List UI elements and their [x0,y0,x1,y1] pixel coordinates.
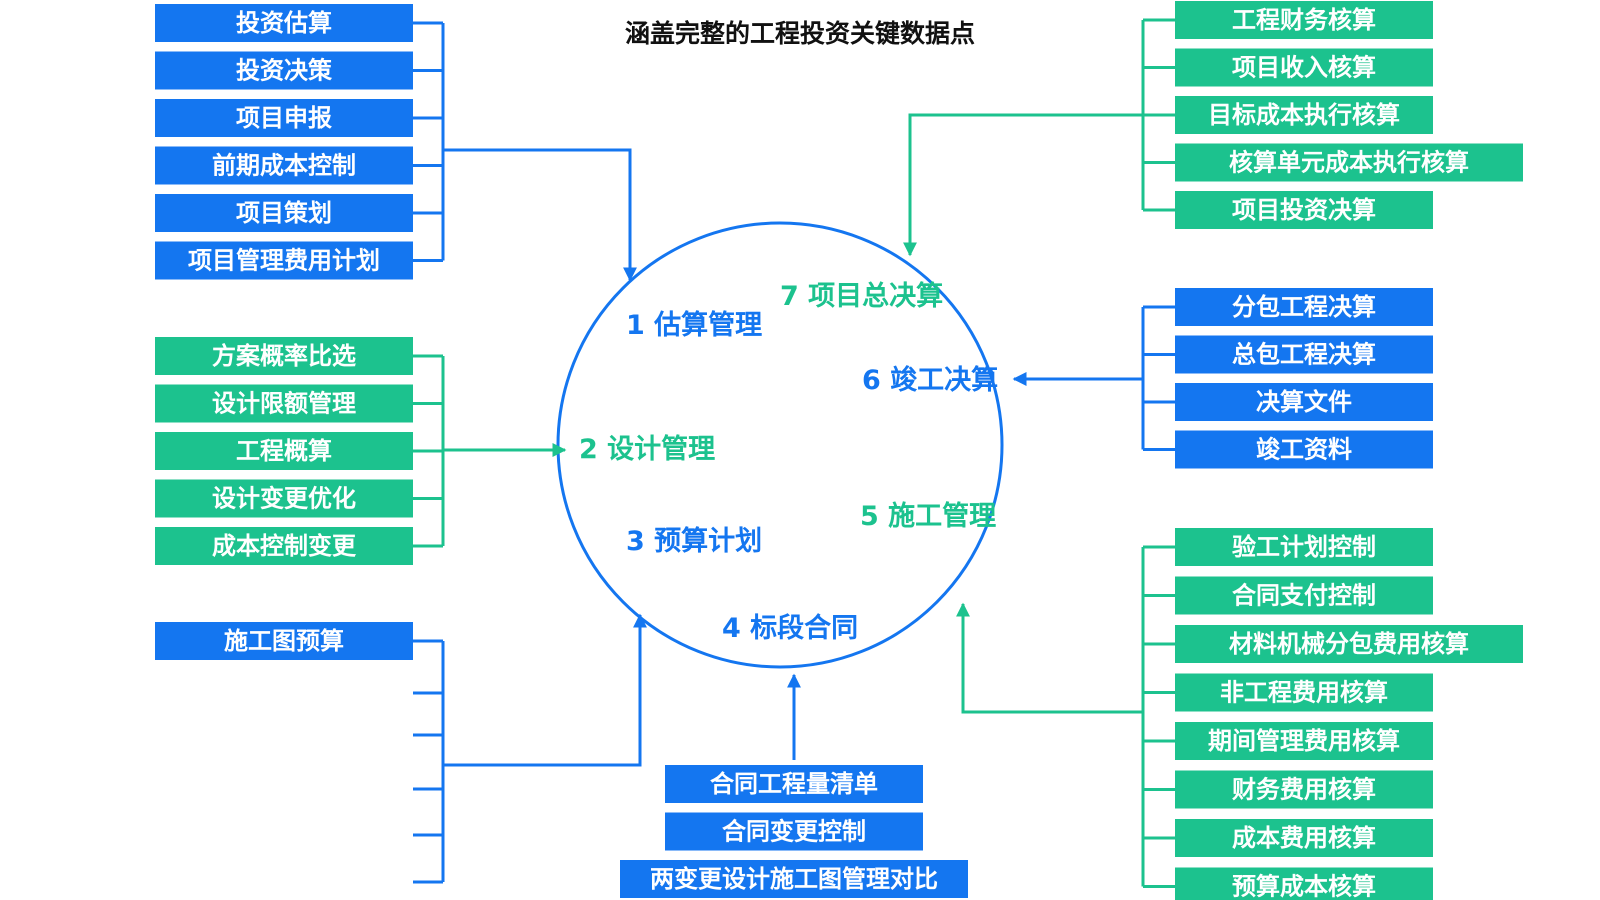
stage-label: 7 项目总决算 [780,280,943,312]
item-box [155,622,413,660]
item-box-label: 工程概算 [236,437,332,465]
stage-label: 6 竣工决算 [862,364,998,396]
item-box [1175,48,1433,87]
item-box [665,812,923,851]
item-box [620,860,968,898]
item-box [1175,819,1433,857]
group-arrow [956,602,1143,714]
diagram-title: 涵盖完整的工程投资关键数据点 [625,19,975,48]
item-box [1175,143,1523,182]
item-box-label: 合同支付控制 [1232,582,1376,610]
item-box [155,51,413,90]
item-box [155,146,413,185]
item-box-label: 合同工程量清单 [710,770,878,798]
item-box [1175,528,1433,566]
item-box-label: 工程财务核算 [1232,6,1376,34]
item-box [155,527,413,565]
item-box-label: 材料机械分包费用核算 [1229,630,1469,658]
item-box-label: 项目策划 [236,199,332,227]
item-box-label: 预算成本核算 [1232,873,1376,900]
item-box-label: 项目投资决算 [1232,196,1376,224]
item-box [155,194,413,232]
item-box [1175,867,1433,900]
item-box [1175,625,1523,663]
item-box [155,432,413,470]
item-box [155,479,413,518]
item-box-label: 投资估算 [236,9,332,37]
item-box [155,4,413,42]
connectors [413,18,1175,888]
item-box-label: 设计限额管理 [212,390,356,418]
item-box-label: 期间管理费用核算 [1208,727,1400,755]
item-box-label: 前期成本控制 [212,152,356,180]
item-box-label: 财务费用核算 [1232,776,1376,804]
item-box-label: 成本控制变更 [212,532,357,560]
item-box-label: 合同变更控制 [722,818,866,846]
item-box-label: 投资决策 [236,57,333,85]
item-box-label: 方案概率比选 [212,342,356,370]
item-box-label: 总包工程决算 [1232,341,1376,369]
item-box [1175,673,1433,712]
stage-label: 4 标段合同 [722,612,858,644]
group-arrow [443,148,637,282]
stage-label: 2 设计管理 [579,434,715,465]
item-box [1175,335,1433,374]
stage-label: 5 施工管理 [860,501,996,532]
item-box [1175,1,1433,39]
item-box-label: 决算文件 [1256,388,1352,416]
item-box [1175,576,1433,615]
item-box [1175,722,1433,760]
stage-label: 3 预算计划 [626,525,762,557]
item-box [155,384,413,423]
item-box [155,337,413,375]
stage-labels: 1 估算管理 2 设计管理 3 预算计划 4 标段合同 5 施工管理 6 竣工决算 7 项目… [579,280,998,644]
item-box [1175,383,1433,421]
item-box-label: 竣工资料 [1256,436,1352,464]
item-box [155,241,413,280]
item-box-label: 核算单元成本执行核算 [1229,149,1469,177]
item-box [1175,770,1433,809]
item-box-label: 施工图预算 [224,627,344,655]
item-box [1175,288,1433,326]
item-box-label: 目标成本执行核算 [1208,101,1400,129]
item-box-label: 非工程费用核算 [1220,679,1388,707]
item-box-label: 设计变更优化 [212,485,356,513]
item-box-label: 项目申报 [236,104,332,132]
item-box-label: 项目管理费用计划 [188,247,380,275]
item-box [155,99,413,137]
item-box-label: 验工计划控制 [1232,533,1376,561]
item-box [1175,430,1433,469]
item-box-label: 两变更设计施工图管理对比 [650,865,938,893]
item-boxes: 投资估算投资决策项目申报前期成本控制项目策划项目管理费用计划方案概率比选设计限额… [155,1,1523,900]
item-box-label: 项目收入核算 [1232,54,1376,82]
item-box [1175,96,1433,134]
stage-label: 1 估算管理 [626,309,762,341]
group-arrow [903,113,1143,257]
item-box [1175,191,1433,229]
item-box-label: 分包工程决算 [1232,293,1376,321]
group-arrow [443,613,647,767]
item-box-label: 成本费用核算 [1232,824,1376,852]
item-box [665,765,923,803]
